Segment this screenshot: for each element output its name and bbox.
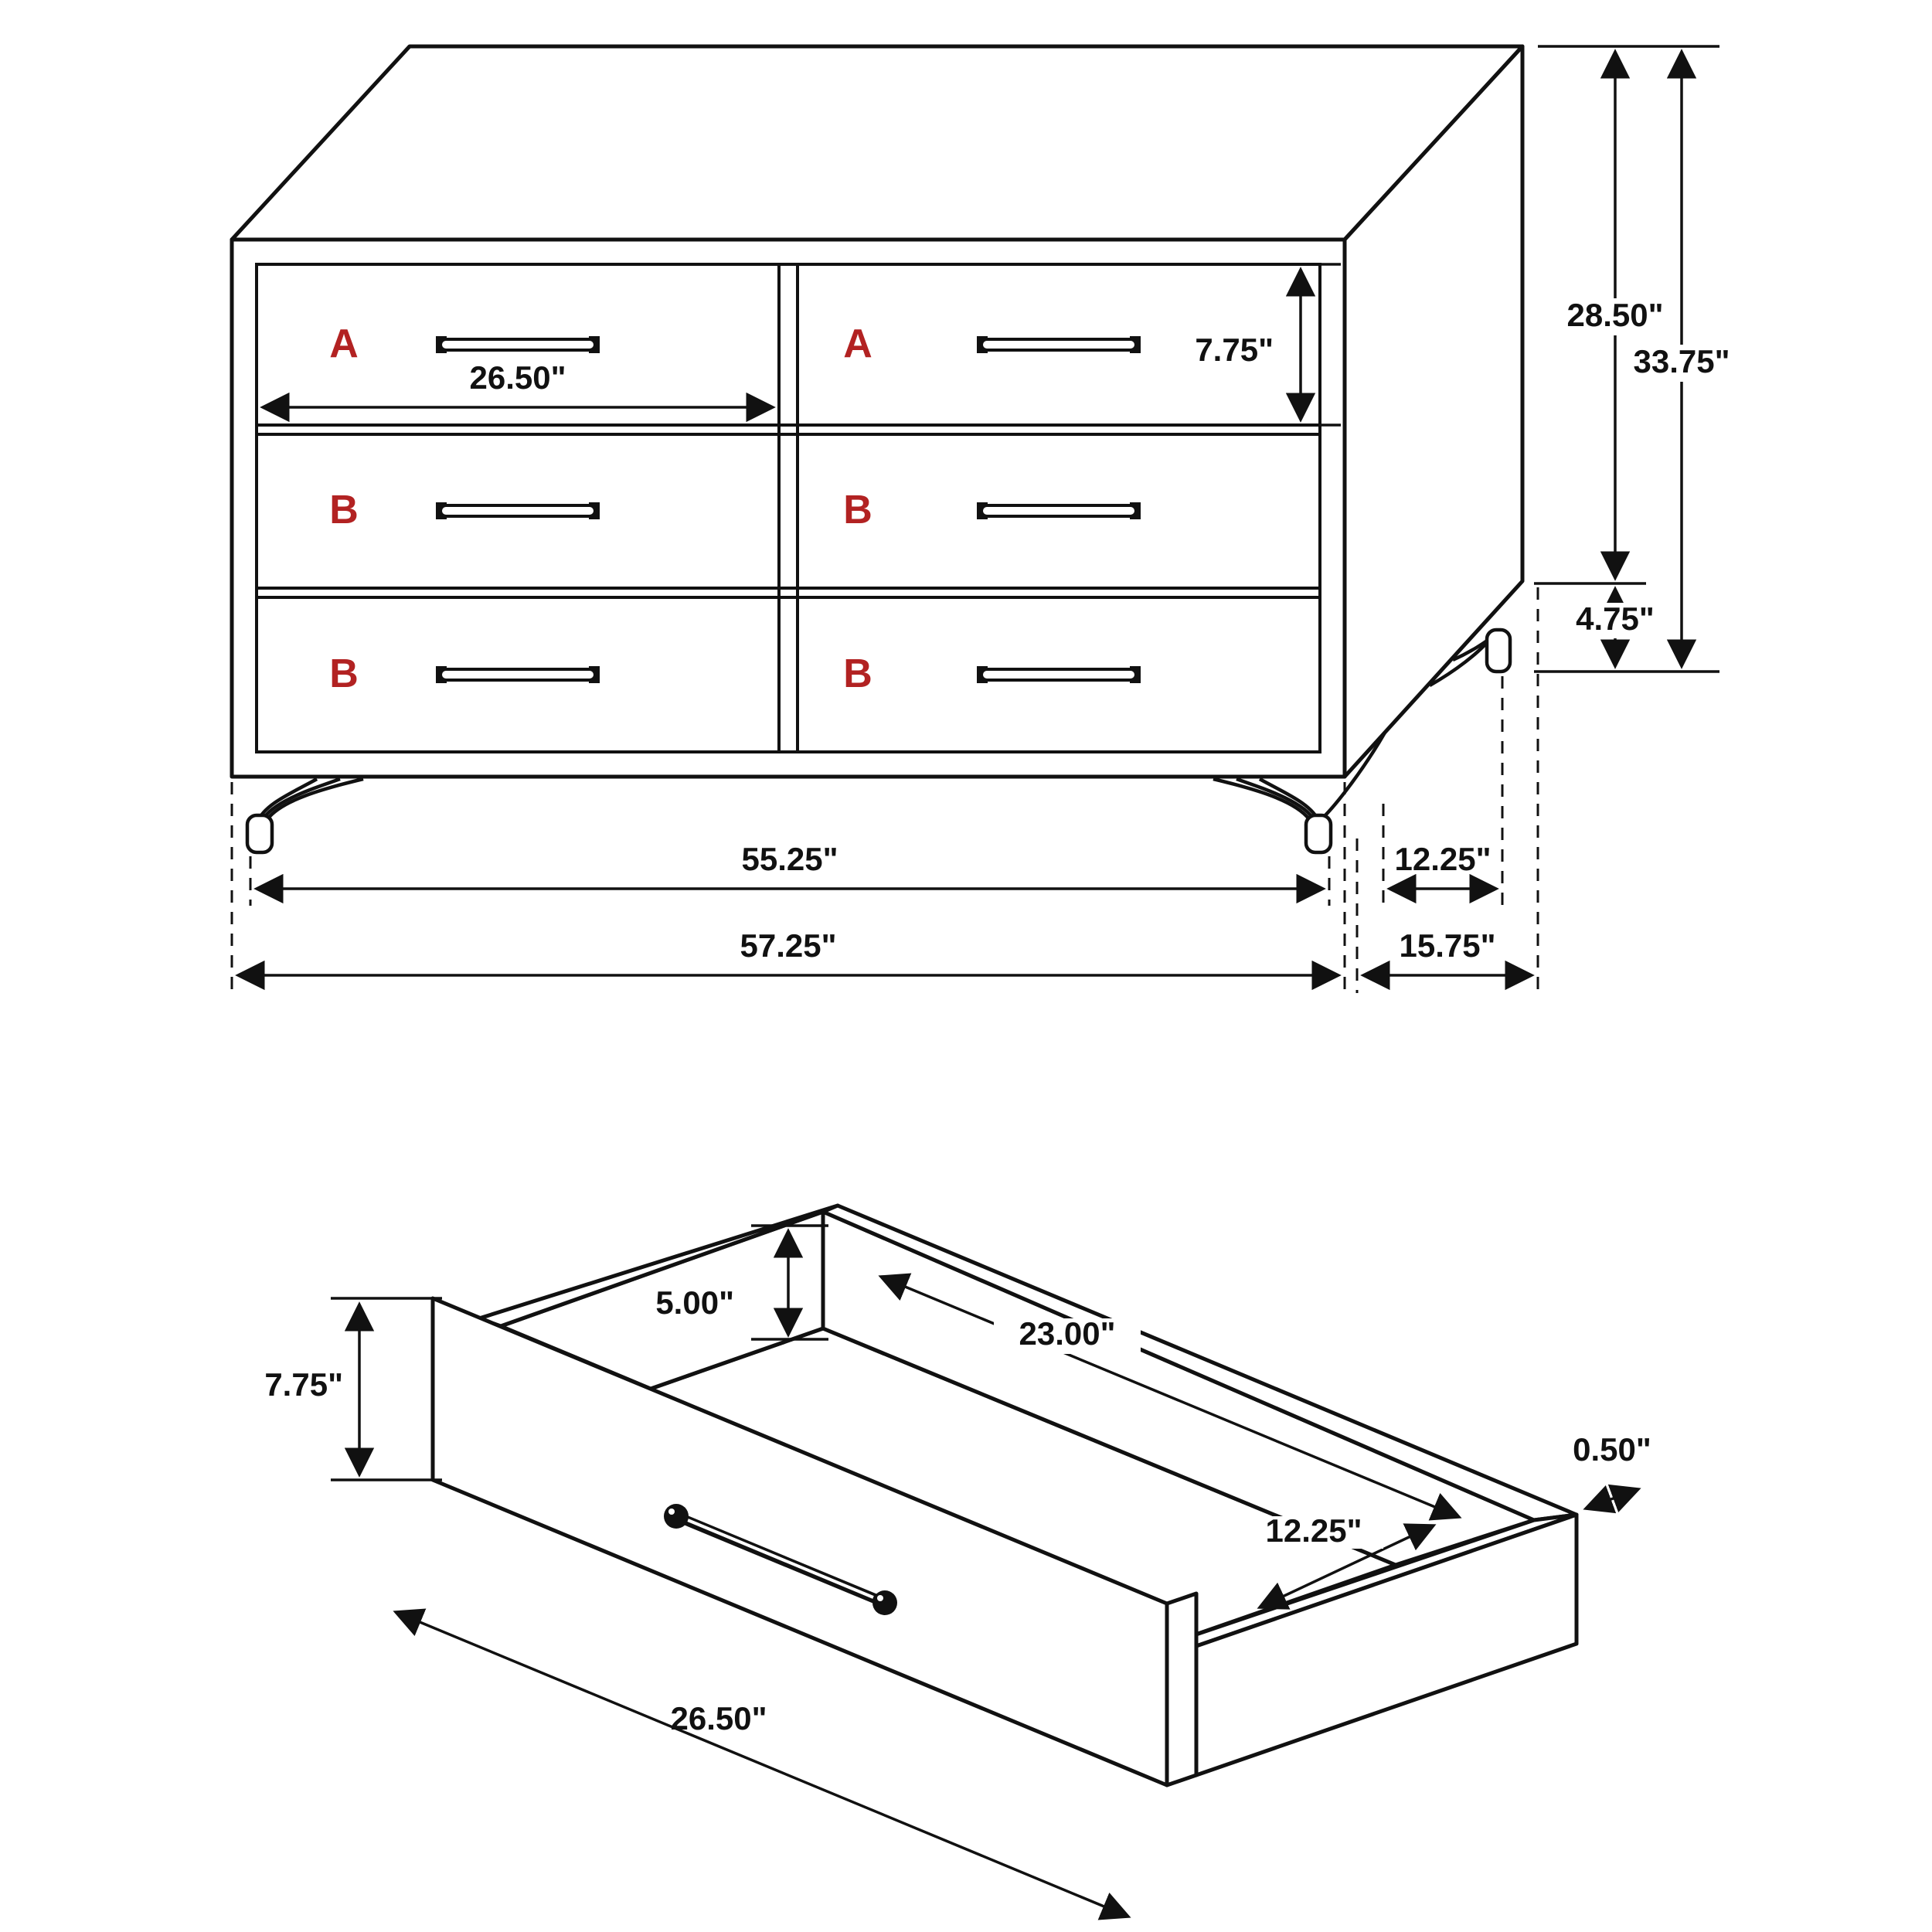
dim-drawer-width: 26.50" [260, 359, 776, 423]
dim-panel-thickness: 0.50" [1573, 1431, 1651, 1514]
drawer-handle [977, 502, 1141, 519]
drawer-handle [436, 666, 600, 683]
dim-text: 55.25" [741, 841, 838, 877]
handle-bar-highlight [687, 1519, 874, 1599]
handle-bar [439, 668, 597, 682]
drawer-label-mid-left: B [329, 488, 359, 532]
handle-bar [980, 338, 1138, 352]
dim-text: 26.50" [469, 359, 566, 396]
dim-text-mask [1619, 345, 1746, 382]
dim-text-mask [1561, 603, 1669, 638]
handle-bar [980, 668, 1138, 682]
dim-text: 5.00" [655, 1284, 734, 1321]
drawer-label-top-left: A [329, 321, 359, 366]
dresser-front-opening [255, 263, 1321, 753]
dim-interior-height: 5.00" [655, 1224, 828, 1341]
dim-text: 4.75" [1576, 600, 1655, 637]
dim-line [1583, 1484, 1641, 1514]
dim-drawer-front-height: 7.75" [1195, 263, 1341, 427]
dim-total-depth: 15.75" [1355, 587, 1539, 993]
drawer-label-bottom-right: B [843, 651, 872, 696]
dim-text: 12.25" [1265, 1512, 1362, 1549]
dim-leg-height: 4.75" [1561, 586, 1669, 669]
dim-leg-span-width: 55.25" [249, 841, 1331, 906]
dim-text-mask [994, 1318, 1141, 1354]
dim-line [1257, 1523, 1437, 1610]
dim-text: 7.75" [1195, 332, 1274, 368]
front-left-leg [245, 777, 364, 855]
dim-text: 7.75" [264, 1366, 343, 1403]
dresser-front-frame [230, 237, 1347, 779]
dim-text-mask [1549, 298, 1681, 335]
dresser-figure: A A B B B B 26.50" [230, 44, 1746, 993]
drawer-handle [977, 666, 1141, 683]
handle-bar [980, 504, 1138, 518]
drawer-label-bottom-left: B [329, 651, 359, 696]
dim-interior-depth: 12.25" [1246, 1512, 1437, 1610]
handle-end-left [664, 1504, 689, 1529]
drawer-handle [436, 336, 600, 353]
drawer-handle [436, 502, 600, 519]
dim-text: 23.00" [1019, 1315, 1115, 1352]
dim-leg-span-depth: 12.25" [1382, 676, 1504, 906]
dim-total-width: 57.25" [230, 782, 1346, 993]
handle-end-highlight [668, 1509, 675, 1515]
handle-bar [439, 338, 597, 352]
drawer-label-mid-right: B [843, 488, 872, 532]
dim-text-mask [1246, 1516, 1383, 1549]
dim-total-height: 33.75" [1534, 49, 1746, 673]
dim-case-height: 28.50" [1534, 45, 1719, 585]
dim-text: 26.50" [670, 1700, 767, 1736]
dim-front-height: 7.75" [264, 1297, 442, 1481]
dim-text: 57.25" [740, 927, 836, 964]
handle-end-highlight [877, 1595, 883, 1601]
drawer-front-panel-end-cap [1165, 1591, 1199, 1787]
front-right-leg [1213, 731, 1386, 855]
dresser-top-panel [230, 44, 1525, 242]
handle-end-right [872, 1590, 897, 1615]
dim-text: 12.25" [1394, 841, 1491, 877]
leg-foot [1304, 813, 1333, 855]
leg-foot [245, 813, 274, 855]
leg-prong [1213, 777, 1311, 821]
dim-line [878, 1273, 1462, 1521]
drawer-handle [977, 336, 1141, 353]
dim-text: 0.50" [1573, 1431, 1651, 1468]
drawer-label-top-right: A [843, 321, 872, 366]
leg-foot [1485, 628, 1512, 674]
back-right-leg [1428, 628, 1512, 687]
dim-front-width: 26.50" [393, 1608, 1131, 1920]
handle-bar [439, 504, 597, 518]
dim-text: 33.75" [1633, 343, 1730, 379]
dim-interior-length: 23.00" [878, 1273, 1462, 1521]
dim-text: 28.50" [1566, 297, 1663, 333]
dim-text: 15.75" [1399, 927, 1495, 964]
drawer-figure: 7.75" 5.00" 23.00" 12.25" 0.50" [264, 1203, 1651, 1920]
leg-prong [1321, 731, 1386, 819]
dim-line [393, 1608, 1131, 1920]
leg-prong [266, 777, 364, 821]
